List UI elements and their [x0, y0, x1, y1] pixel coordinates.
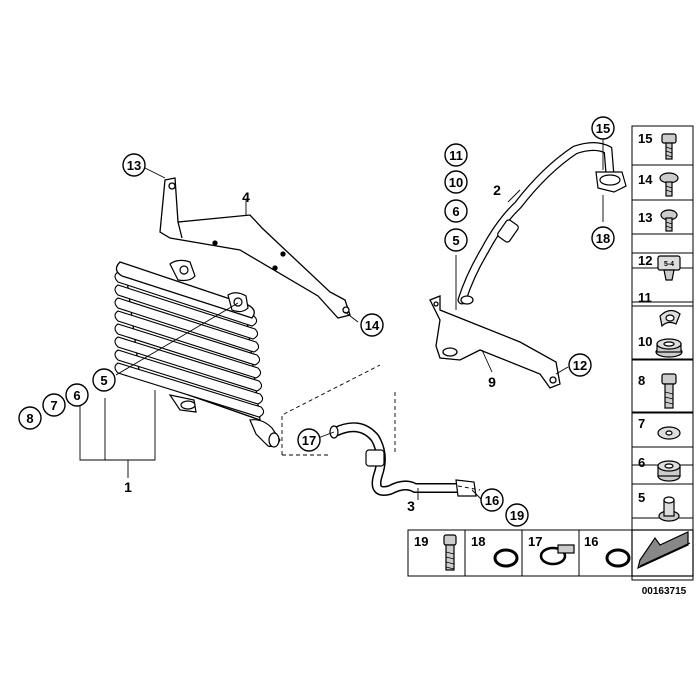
legend-num-12: 12: [638, 253, 652, 268]
callout-13: 13: [127, 158, 141, 173]
legend-right-rows: [632, 164, 693, 531]
oil-pipe-3: [329, 422, 477, 497]
callout-circle-11: [444, 143, 468, 167]
arrow-icon: [631, 529, 694, 577]
callout-15: 15: [596, 121, 610, 136]
callout-circle-7: [42, 393, 66, 417]
rubber-bushing-icon: [657, 460, 681, 482]
legend-num-18: 18: [471, 534, 485, 549]
nut-clip-marking: 5-4: [664, 261, 674, 268]
legend-num-14: 14: [638, 172, 653, 187]
torx-screw-icon: [660, 209, 678, 232]
callout-10: 10: [449, 175, 463, 190]
legend-num-15: 15: [638, 131, 652, 146]
legend-num-13: 13: [638, 210, 652, 225]
callout-circle-5-left: [92, 368, 116, 392]
callout-circle-15: [591, 116, 615, 140]
callout-8: 8: [26, 411, 33, 426]
callout-circle-17: [297, 428, 321, 452]
callout-circle-16: [480, 488, 504, 512]
callout-circle-14: [360, 313, 384, 337]
callout-circle-6-right: [444, 199, 468, 223]
label-3: 3: [407, 498, 415, 514]
socket-screw-icon: [661, 133, 677, 160]
callout-14: 14: [365, 318, 380, 333]
legend-num-11: 11: [638, 290, 652, 305]
callout-circle-8: [18, 406, 42, 430]
collar-bolt-icon: [661, 373, 677, 409]
legend-num-7: 7: [638, 416, 645, 431]
legend-num-19: 19: [414, 534, 428, 549]
callout-circle-19: [505, 503, 529, 527]
callout-12: 12: [573, 358, 587, 373]
legend-num-10: 10: [638, 334, 652, 349]
legend-bottom-numbers: 19 18 17 16: [414, 534, 598, 549]
callout-circle-12: [568, 353, 592, 377]
callout-7: 7: [50, 398, 57, 413]
label-2: 2: [493, 182, 501, 198]
callout-6-left: 6: [73, 388, 80, 403]
seal-ring-icon: [605, 548, 631, 568]
callout-circle-5-right: [444, 228, 468, 252]
oil-cooler: [114, 259, 281, 448]
callout-5-right: 5: [452, 233, 459, 248]
hollow-bolt-icon: [443, 534, 457, 571]
callout-17: 17: [302, 433, 316, 448]
spring-clip-icon: [659, 309, 681, 328]
callout-circle-18: [591, 226, 615, 250]
callout-11: 11: [449, 148, 463, 163]
legend-right-numbers: 15 14 13 12 11 10 8 7 6 5: [638, 131, 653, 505]
label-9: 9: [488, 374, 496, 390]
nut-clip-icon: 5-4: [657, 255, 681, 281]
callout-5-left: 5: [100, 373, 107, 388]
callout-circles: [18, 116, 615, 527]
callout-18: 18: [596, 231, 610, 246]
legend-num-6: 6: [638, 455, 645, 470]
callout-circle-13: [122, 153, 146, 177]
spacer-sleeve-icon: [658, 496, 680, 522]
callout-16: 16: [485, 493, 499, 508]
label-1: 1: [124, 479, 132, 495]
label-4: 4: [242, 189, 250, 205]
leader-lines: [79, 136, 604, 501]
callout-circle-10: [444, 170, 468, 194]
legend-num-8: 8: [638, 373, 645, 388]
grommet-icon: [655, 338, 683, 358]
washer-icon: [657, 426, 681, 440]
legend-num-5: 5: [638, 490, 645, 505]
seal-ring-icon: [493, 548, 519, 568]
hose-clamp-icon: [539, 544, 575, 566]
legend-num-17: 17: [528, 534, 542, 549]
callout-labels: 13 14 5 6 7 8 11 10 6 5 15 18 12 17 16 1…: [26, 121, 610, 523]
bracket: [159, 177, 351, 319]
pan-screw-icon: [659, 172, 679, 197]
leader-dashed-lines: [281, 364, 481, 491]
document-id: 00163715: [642, 586, 687, 597]
bracket-9: [429, 295, 561, 389]
callout-19: 19: [510, 508, 524, 523]
legend-num-16: 16: [584, 534, 598, 549]
callout-circle-6-left: [65, 383, 89, 407]
callout-6-right: 6: [452, 204, 459, 219]
oil-pipe-2: [457, 142, 627, 305]
